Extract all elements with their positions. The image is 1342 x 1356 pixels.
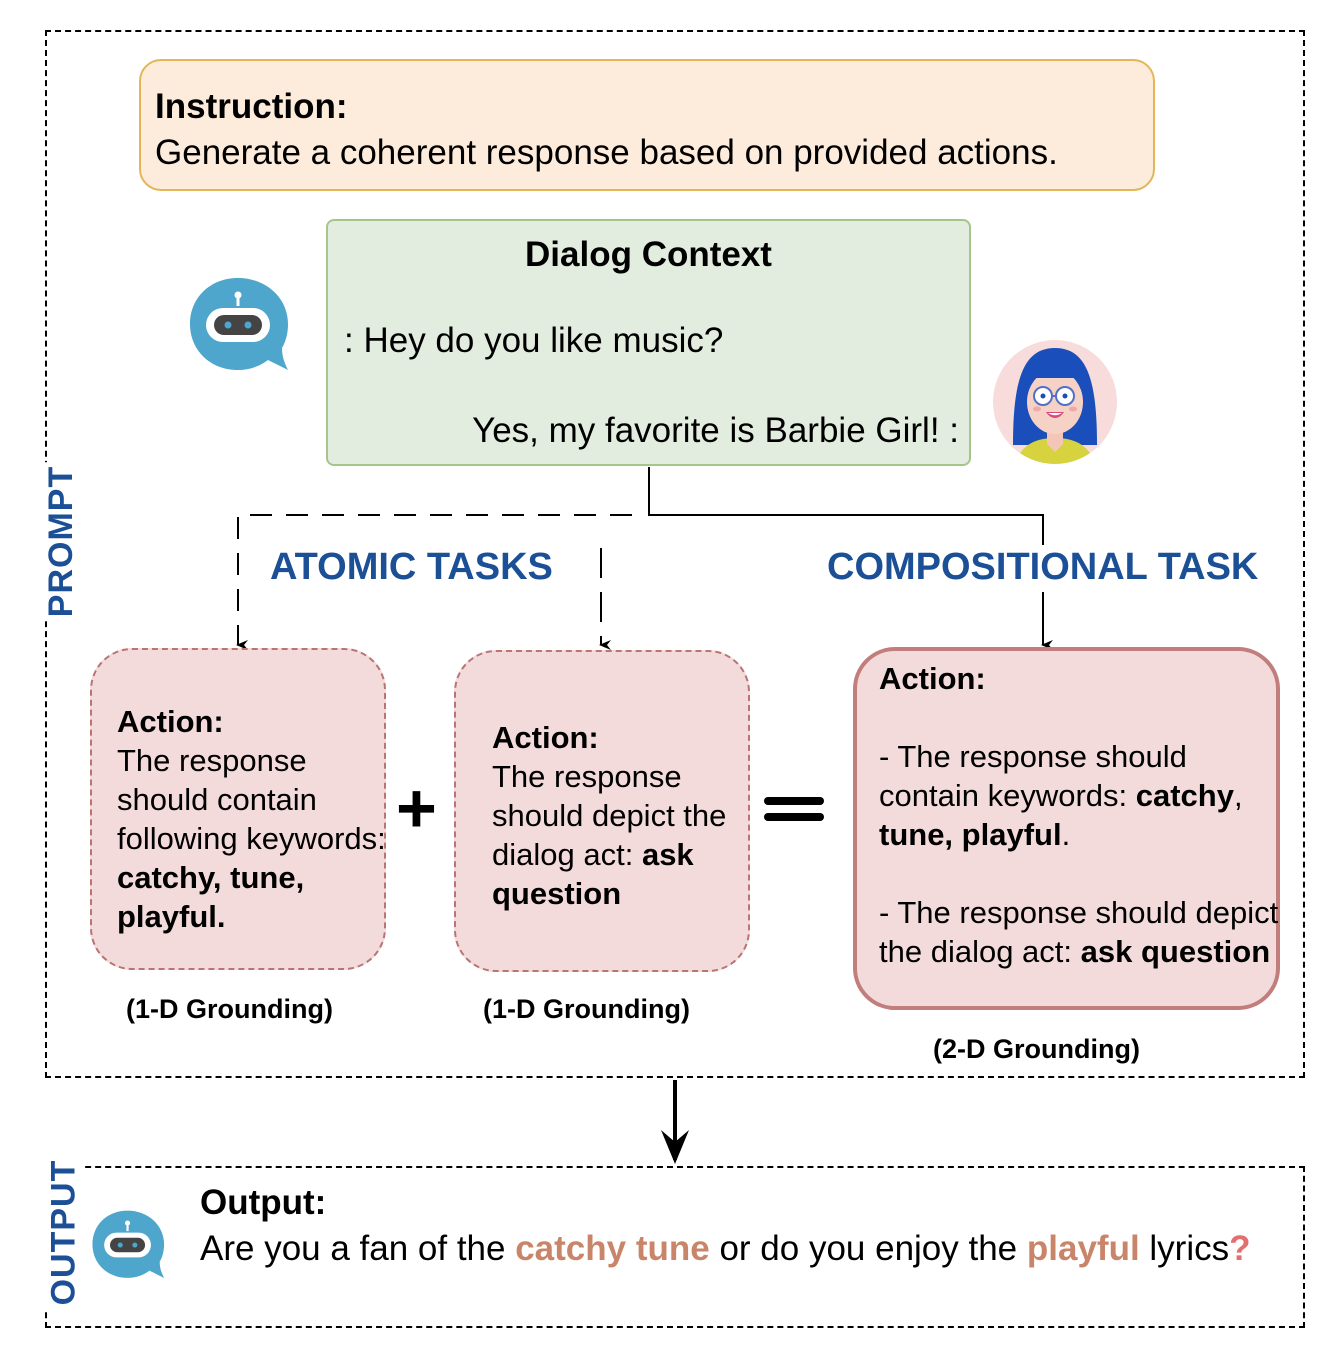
- instruction-title: Instruction:: [155, 87, 348, 126]
- connector-to-composition-top: [648, 467, 1044, 545]
- item-1-keywords: tune, playful: [879, 817, 1062, 852]
- atomic-tasks-title: ATOMIC TASKS: [270, 546, 553, 588]
- atomic-task-1-grounding: (1-D Grounding): [126, 994, 333, 1024]
- action-label: Action:: [492, 720, 599, 755]
- action-description: The response should contain following ke…: [117, 743, 386, 856]
- item-2-description: - The response should depict the dialog …: [879, 895, 1279, 969]
- girl-avatar-icon: [993, 340, 1117, 464]
- instruction-box: Instruction: Generate a coherent respons…: [139, 59, 1155, 191]
- compositional-task-box: Action: - The response should contain ke…: [853, 647, 1280, 1010]
- output-keyword-2: playful: [1026, 1229, 1140, 1268]
- robot-chat-bubble-icon: [190, 278, 288, 370]
- atomic-task-1-box: Action: The response should contain foll…: [90, 648, 386, 970]
- output-text: Output: Are you a fan of the catchy tune…: [200, 1180, 1260, 1272]
- dialog-context-box: Dialog Context : Hey do you like music? …: [326, 219, 971, 466]
- output-keyword-1: catchy tune: [515, 1229, 710, 1268]
- item-1-keyword: catchy: [1135, 778, 1234, 813]
- equals-operator: [764, 797, 824, 821]
- action-label: Action:: [117, 704, 224, 739]
- item-2-dialog-act: ask question: [1080, 934, 1271, 969]
- plus-operator: +: [396, 769, 437, 847]
- output-response: Are you a fan of the catchy tune or do y…: [200, 1226, 1260, 1272]
- output-part-3: lyrics: [1139, 1229, 1230, 1268]
- action-description: The response should depict the dialog ac…: [492, 759, 727, 872]
- item-1-end: .: [1061, 817, 1071, 852]
- atomic-task-2-grounding: (1-D Grounding): [483, 994, 690, 1024]
- dialog-context-title: Dialog Context: [525, 235, 772, 274]
- atomic-task-2-text: Action: The response should depict the d…: [492, 718, 742, 913]
- item-1-sep: ,: [1233, 778, 1243, 813]
- output-part-2: or do you enjoy the: [709, 1229, 1027, 1268]
- compositional-task-text: Action: - The response should contain ke…: [879, 659, 1279, 971]
- output-question-mark: ?: [1229, 1229, 1251, 1268]
- atomic-task-1-text: Action: The response should contain foll…: [117, 702, 387, 936]
- compositional-task-title: COMPOSITIONAL TASK: [827, 546, 1259, 588]
- atomic-task-2-box: Action: The response should depict the d…: [454, 650, 750, 972]
- bot-turn: : Hey do you like music?: [344, 321, 724, 360]
- output-title: Output:: [200, 1183, 327, 1222]
- action-keywords: catchy, tune, playful.: [117, 860, 305, 934]
- action-label: Action:: [879, 661, 986, 696]
- user-turn: Yes, my favorite is Barbie Girl! :: [472, 411, 959, 450]
- output-part-1: Are you a fan of the: [200, 1229, 516, 1268]
- arrow-to-atomic-task-1: [236, 514, 632, 650]
- robot-chat-bubble-icon: [92, 1210, 165, 1278]
- instruction-text: Generate a coherent response based on pr…: [155, 133, 1058, 172]
- compositional-task-grounding: (2-D Grounding): [933, 1034, 1140, 1064]
- action-dialog-act: ask question: [492, 837, 694, 911]
- item-1-description: - The response should contain keywords:: [879, 739, 1187, 813]
